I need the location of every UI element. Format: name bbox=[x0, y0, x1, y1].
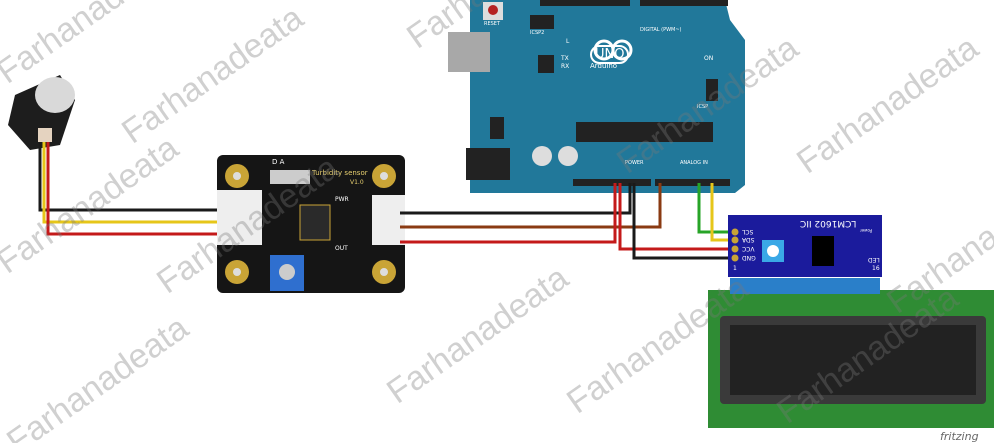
sensor-switch-label: D A bbox=[272, 158, 285, 166]
fritzing-logo: fritzing bbox=[940, 430, 979, 443]
sensor-version: V1.0 bbox=[350, 179, 364, 186]
wire-black-probe bbox=[38, 142, 222, 212]
led-tx-label: TX bbox=[561, 55, 569, 62]
digital-label: DIGITAL (PWM~) bbox=[640, 27, 682, 33]
wire-red-5v bbox=[400, 183, 617, 244]
turbidity-probe bbox=[8, 75, 75, 150]
wire-black-i2c-gnd bbox=[632, 183, 735, 260]
analog-label: ANALOG IN bbox=[680, 160, 708, 166]
pin-scl: SCL bbox=[742, 228, 754, 235]
icsp2-label: ICSP2 bbox=[530, 30, 545, 36]
wire-black-gnd bbox=[400, 183, 632, 215]
wire-green-scl bbox=[697, 183, 735, 234]
arduino-brand: Arduino bbox=[590, 62, 618, 70]
out-label: OUT bbox=[335, 245, 348, 252]
lcd-1602 bbox=[708, 290, 994, 428]
sensor-title: Turbidity sensor bbox=[312, 169, 368, 177]
power-led-label: Power bbox=[860, 228, 873, 233]
icsp-label: ICSP bbox=[697, 104, 709, 110]
wire-brown-a0 bbox=[400, 183, 662, 229]
power-label: POWER bbox=[625, 160, 644, 166]
pin-vcc: VCC bbox=[742, 245, 755, 252]
led-jumper-label: LED bbox=[868, 256, 880, 263]
pin-last-label: 16 bbox=[872, 265, 880, 272]
reset-label: RESET bbox=[484, 21, 501, 27]
turbidity-sensor-board bbox=[217, 155, 405, 293]
pin-first-label: 1 bbox=[733, 265, 737, 272]
pwr-label: PWR bbox=[335, 196, 349, 203]
pin-gnd: GND bbox=[742, 254, 756, 261]
wire-red-vcc bbox=[618, 183, 735, 251]
wire-red-probe bbox=[46, 142, 222, 236]
led-rx-label: RX bbox=[561, 63, 570, 70]
i2c-backpack bbox=[728, 215, 882, 294]
led-on-label: ON bbox=[704, 55, 714, 62]
arduino-uno-board bbox=[448, 0, 745, 193]
led-l-label: L bbox=[566, 38, 570, 45]
wire-yellow-probe bbox=[42, 142, 222, 224]
i2c-title: LCM1602 IIC bbox=[800, 218, 857, 228]
wire-yellow-sda bbox=[710, 183, 735, 242]
uno-logo: UNO bbox=[590, 45, 630, 64]
pin-sda: SDA bbox=[742, 236, 755, 243]
